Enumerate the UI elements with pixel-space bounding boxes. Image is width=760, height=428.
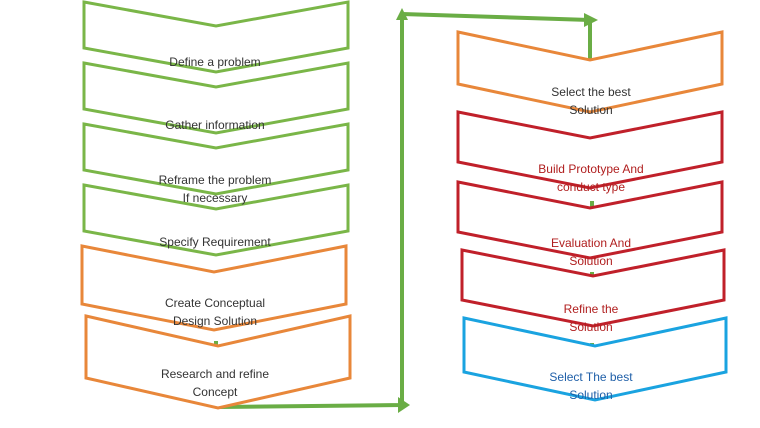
chevron-build-prototype: [456, 110, 724, 190]
chevron-gather-information: [82, 61, 350, 135]
chevron-create-conceptual-design: [80, 244, 348, 332]
chevron-evaluation: [456, 180, 724, 260]
step-gather-information: Gather information: [165, 118, 265, 132]
step-refine-solution: Refine the Solution: [563, 302, 619, 334]
chevron-refine-solution: [460, 248, 726, 328]
chevron-specify-requirement: [82, 183, 350, 257]
step-research-refine-concept: Research and refine Concept: [160, 367, 270, 399]
step-select-best-solution: Select the best Solution: [551, 85, 631, 117]
step-build-prototype: Build Prototype And conduct type: [538, 162, 644, 194]
step-evaluation: Evaluation And Solution: [550, 236, 632, 268]
chevron-select-best-solution: [456, 30, 724, 114]
chevron-select-final-solution: [462, 316, 728, 402]
chevron-reframe-problem: [82, 122, 350, 196]
step-specify-requirement: Specify Requirement: [159, 235, 271, 249]
chevron-define-problem: [82, 0, 350, 74]
arrow-up-head: [396, 8, 408, 20]
step-reframe-problem: Reframe the problem If necessary: [158, 173, 272, 205]
step-create-conceptual-design: Create Conceptual Design Solution: [164, 296, 266, 328]
arrow-right-top-head: [584, 13, 598, 27]
step-define-problem: Define a problem: [169, 55, 261, 69]
arrow-right-head: [398, 397, 410, 413]
chevron-steps: [80, 0, 728, 410]
step-select-final-solution: Select The best Solution: [549, 370, 633, 402]
chevron-research-refine-concept: [84, 314, 352, 410]
